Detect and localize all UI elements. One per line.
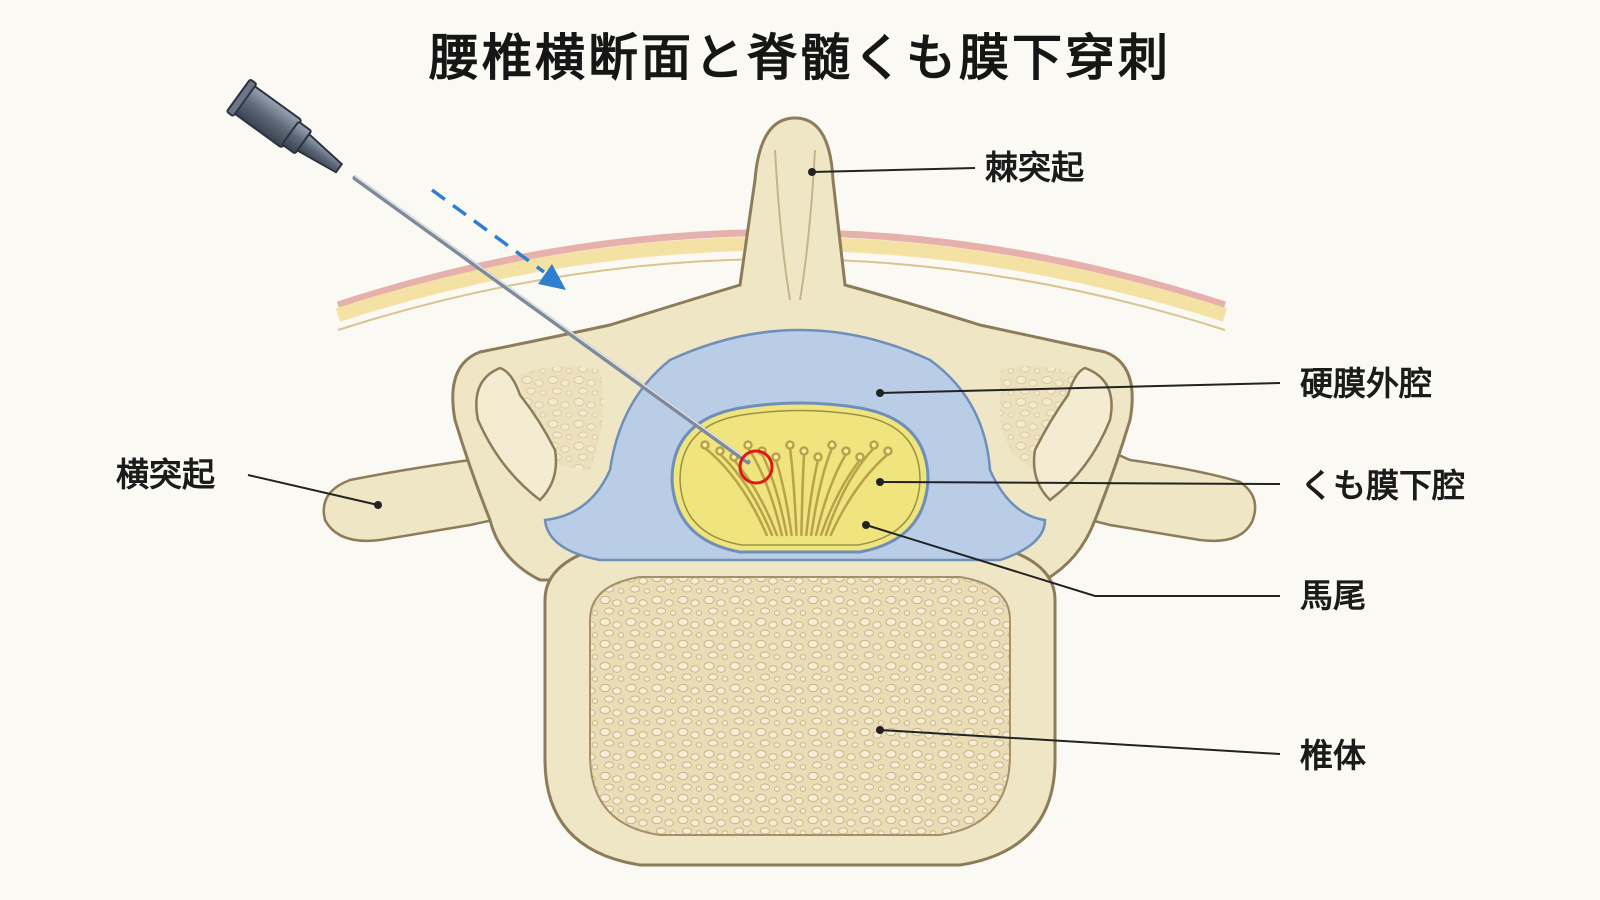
nerve-root-tip (827, 440, 837, 450)
dashed-arrow-icon (430, 188, 566, 290)
nerve-root (829, 452, 890, 537)
nerve-root-tip (785, 440, 795, 450)
page-title: 腰椎横断面と脊髄くも膜下穿刺 (429, 29, 1171, 87)
nerve-root-tip (715, 446, 725, 456)
nerve-root (760, 452, 788, 537)
nerve-root-tip (869, 440, 879, 450)
nerve-root (718, 452, 774, 537)
nerve-root (774, 458, 793, 537)
nerve-root (703, 446, 768, 537)
label-cauda-equina: 馬尾 (1300, 576, 1366, 615)
nerve-root-tip (855, 452, 865, 462)
nerve-root (800, 452, 806, 537)
nerve-root (746, 446, 784, 537)
nerve-root-tip (771, 452, 781, 462)
target-circle-icon (738, 449, 774, 485)
nerve-root-tip (841, 446, 851, 456)
nerve-root (814, 452, 848, 537)
nerve-root (824, 446, 876, 537)
nerve-root-tip (743, 440, 753, 450)
label-vertebral-body: 椎体 (1300, 736, 1366, 775)
label-subarachnoid-space: くも膜下腔 (1300, 466, 1465, 505)
nerve-root (805, 458, 820, 537)
nerve-root-tip (883, 446, 893, 456)
nerve-root-tip (700, 440, 710, 450)
subarachnoid-space-region (670, 401, 930, 554)
nerve-root-tip (813, 452, 823, 462)
cauda-equina-roots (700, 440, 893, 537)
label-transverse-process: 横突起 (116, 455, 215, 494)
label-spinous-process: 棘突起 (985, 148, 1084, 187)
leader-lines (247, 167, 1281, 755)
label-epidural-space: 硬膜外腔 (1300, 364, 1432, 403)
spinal-needle-icon (226, 79, 751, 465)
vertebral-body (543, 543, 1057, 867)
nerve-root (788, 446, 798, 537)
nerve-root (809, 446, 834, 537)
nerve-root-tip (799, 446, 809, 456)
nerve-root (819, 458, 862, 537)
